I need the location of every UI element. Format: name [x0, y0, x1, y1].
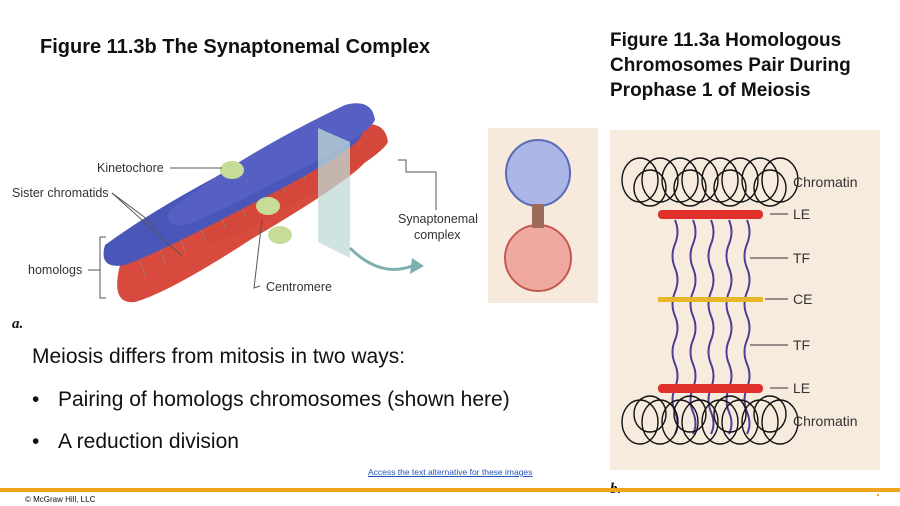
bullet-text-2: A reduction division — [58, 430, 239, 453]
synaptonemal-bridge — [532, 204, 544, 228]
cross-section-red — [504, 224, 572, 292]
label-ce: CE — [793, 291, 812, 307]
slide-title-left: Figure 11.3b The Synaptonemal Complex — [40, 36, 431, 58]
label-kinetochore: Kinetochore — [97, 161, 164, 175]
bullet-symbol: • — [32, 430, 40, 453]
label-tf-top: TF — [793, 250, 810, 266]
leader-lines — [88, 159, 437, 299]
footer-marker — [877, 494, 879, 496]
bullet-text-1: Pairing of homologs chromosomes (shown h… — [58, 388, 510, 411]
section-plane — [318, 128, 350, 258]
chromatin-loops-bottom — [621, 395, 799, 445]
kinetochore-top — [220, 161, 244, 179]
kinetochore-middle — [256, 197, 280, 215]
label-homologs: homologs — [28, 263, 82, 277]
panel-letter-a: a. — [12, 316, 23, 332]
label-le-top: LE — [793, 206, 810, 222]
cross-section-inset — [488, 128, 598, 303]
kinetochore-bottom — [268, 226, 292, 244]
bullet-item-1: • Pairing of homologs chromosomes (shown … — [32, 388, 510, 412]
diagram-leader-lines — [750, 213, 788, 389]
label-sister-chromatids: Sister chromatids — [12, 186, 109, 200]
central-element — [658, 297, 763, 302]
chromatin-loops-top — [621, 157, 799, 207]
label-synaptonemal-line1: Synaptonemal — [398, 212, 478, 226]
arrow-to-inset — [348, 246, 413, 271]
bullet-item-2: • A reduction division — [32, 430, 239, 454]
arrow-head — [410, 258, 424, 274]
label-chromatin-top: Chromatin — [793, 174, 858, 190]
synaptonemal-complex-illustration: Kinetochore Sister chromatids homologs C… — [12, 103, 478, 332]
lateral-element-top — [658, 210, 763, 219]
label-chromatin-bottom: Chromatin — [793, 413, 858, 429]
label-le-bottom: LE — [793, 380, 810, 396]
lateral-element-bottom — [658, 384, 763, 393]
copyright-notice: © McGraw Hill, LLC — [25, 495, 96, 504]
cross-section-blue — [505, 139, 571, 207]
footer-accent-bar — [0, 488, 900, 492]
slide-title-right: Figure 11.3a Homologous Chromosomes Pair… — [610, 30, 851, 101]
homologous-pairing-diagram: Chromatin LE TF CE TF LE Chromatin — [610, 130, 880, 470]
body-intro: Meiosis differs from mitosis in two ways… — [32, 345, 406, 368]
label-centromere: Centromere — [266, 280, 332, 294]
transverse-filaments — [671, 219, 751, 435]
text-alternative-link[interactable]: Access the text alternative for these im… — [368, 467, 533, 477]
label-synaptonemal-line2: complex — [414, 228, 461, 242]
bullet-symbol: • — [32, 388, 40, 411]
label-tf-bottom: TF — [793, 337, 810, 353]
